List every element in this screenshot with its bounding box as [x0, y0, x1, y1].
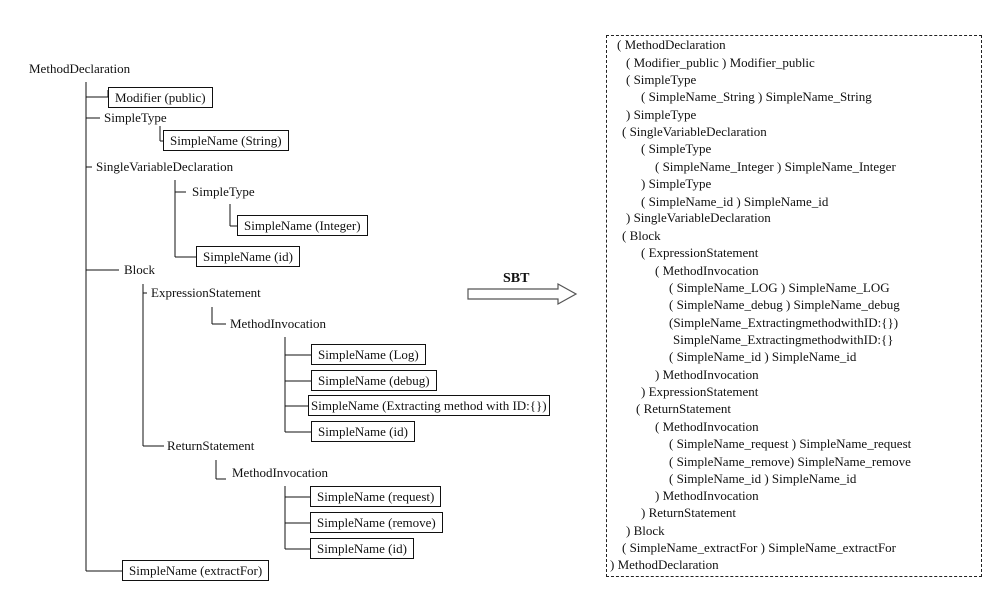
sbt-line: ( MethodInvocation — [655, 263, 759, 278]
sbt-line: ( ReturnStatement — [636, 401, 731, 416]
sbt-line: ( SimpleType — [626, 72, 697, 87]
node-simple-name-id: SimpleName (id) — [196, 246, 300, 267]
node-single-variable-declaration: SingleVariableDeclaration — [96, 159, 234, 174]
node-simple-type: SimpleType — [192, 184, 255, 199]
sbt-line: (SimpleName_ExtractingmethodwithID:{}) — [669, 315, 899, 330]
sbt-line: ( MethodDeclaration — [617, 37, 726, 52]
sbt-line: ( SimpleName_String ) SimpleName_String — [641, 89, 872, 104]
sbt-line: ) SimpleType — [626, 107, 697, 122]
sbt-line: ( SimpleName_id ) SimpleName_id — [669, 471, 857, 486]
node-block: Block — [124, 262, 156, 277]
sbt-line: ) ReturnStatement — [641, 505, 736, 520]
sbt-line: ( SimpleName_Integer ) SimpleName_Intege… — [655, 159, 896, 174]
sbt-line: ) MethodDeclaration — [610, 557, 719, 572]
node-method-invocation: MethodInvocation — [232, 465, 329, 480]
sbt-line: ( SimpleName_extractFor ) SimpleName_ext… — [622, 540, 897, 555]
sbt-line: SimpleName_ExtractingmethodwithID:{} — [673, 332, 894, 347]
sbt-line: ( ExpressionStatement — [641, 245, 759, 260]
sbt-line: ( Modifier_public ) Modifier_public — [626, 55, 815, 70]
sbt-line: ) SimpleType — [641, 176, 712, 191]
node-return-statement: ReturnStatement — [167, 438, 255, 453]
node-simple-name-string: SimpleName (String) — [163, 130, 289, 151]
node-method-invocation: MethodInvocation — [230, 316, 327, 331]
sbt-line: ( SimpleName_LOG ) SimpleName_LOG — [669, 280, 890, 295]
sbt-line: ( SimpleName_id ) SimpleName_id — [669, 349, 857, 364]
sbt-arrow-icon — [467, 282, 578, 306]
node-simple-name-request: SimpleName (request) — [310, 486, 442, 507]
node-simple-name-id: SimpleName (id) — [310, 538, 414, 559]
node-simple-type: SimpleType — [104, 110, 167, 125]
sbt-line: ( SimpleName_debug ) SimpleName_debug — [669, 297, 900, 312]
sbt-arrow-label: SBT — [503, 271, 530, 286]
sbt-line: ) Block — [626, 523, 665, 538]
sbt-line: ) ExpressionStatement — [641, 384, 759, 399]
node-simple-name-id: SimpleName (id) — [311, 421, 415, 442]
node-simple-name-extractfor: SimpleName (extractFor) — [122, 560, 270, 581]
sbt-line: ) SingleVariableDeclaration — [626, 210, 771, 225]
sbt-line: ( Block — [622, 228, 661, 243]
node-simple-name-debug: SimpleName (debug) — [311, 370, 437, 391]
sbt-line: ) MethodInvocation — [655, 367, 759, 382]
node-method-declaration: MethodDeclaration — [29, 61, 131, 76]
sbt-line: ) MethodInvocation — [655, 488, 759, 503]
sbt-line: ( SimpleName_id ) SimpleName_id — [641, 194, 829, 209]
sbt-line: ( SimpleName_remove) SimpleName_remove — [669, 454, 911, 469]
sbt-line: ( MethodInvocation — [655, 419, 759, 434]
node-simple-name-remove: SimpleName (remove) — [310, 512, 443, 533]
sbt-line: ( SimpleName_request ) SimpleName_reques… — [669, 436, 912, 451]
tree-connector-lines — [85, 82, 311, 572]
node-simple-name-log: SimpleName (Log) — [311, 344, 426, 365]
node-modifier-public: Modifier (public) — [108, 87, 213, 108]
node-expression-statement: ExpressionStatement — [151, 285, 261, 300]
sbt-line: ( SingleVariableDeclaration — [622, 124, 767, 139]
node-simple-name-integer: SimpleName (Integer) — [237, 215, 368, 236]
ast-tree: MethodDeclaration Modifier (public) Simp… — [29, 61, 550, 581]
sbt-sequence-panel: ( MethodDeclaration ( Modifier_public ) M… — [606, 35, 982, 577]
node-simple-name-extracting: SimpleName (Extracting method with ID:{}… — [308, 395, 550, 416]
sbt-line: ( SimpleType — [641, 141, 712, 156]
